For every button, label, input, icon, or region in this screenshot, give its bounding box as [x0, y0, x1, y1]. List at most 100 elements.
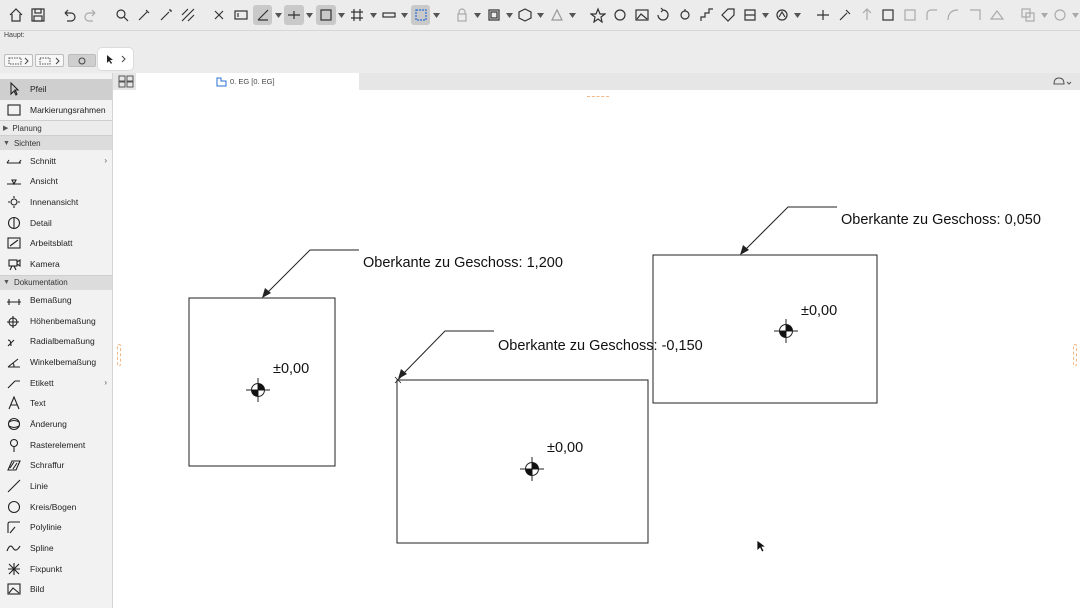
tool-ansicht[interactable]: Ansicht [0, 171, 112, 192]
slab-outline[interactable] [396, 379, 649, 544]
sync-icon[interactable] [1050, 5, 1070, 25]
label-text[interactable]: Oberkante zu Geschoss: 0,050 [841, 212, 1041, 228]
chevron-down-icon[interactable] [1072, 5, 1080, 25]
chevron-down-icon[interactable] [432, 5, 440, 25]
split-icon[interactable] [813, 5, 833, 25]
tool-hoehenbemassung[interactable]: Höhenbemaßung [0, 310, 112, 331]
undo-icon[interactable] [59, 5, 79, 25]
save-icon[interactable] [28, 5, 48, 25]
hammer-icon[interactable] [835, 5, 855, 25]
elevation-marker[interactable] [246, 378, 270, 402]
tool-linie[interactable]: Linie [0, 476, 112, 497]
star-icon[interactable] [588, 5, 608, 25]
redo-icon[interactable] [81, 5, 101, 25]
elevation-marker[interactable] [774, 319, 798, 343]
label-tag-icon[interactable] [719, 5, 739, 25]
lock-icon[interactable] [452, 5, 472, 25]
tool-etikett[interactable]: Etikett › [0, 372, 112, 393]
section-marker-icon[interactable] [547, 5, 567, 25]
chevron-down-icon[interactable] [369, 5, 377, 25]
tool-marquee[interactable]: Markierungsrahmen [0, 100, 112, 121]
tool-schnitt[interactable]: Schnitt › [0, 150, 112, 171]
marquee-type-selector[interactable] [35, 54, 64, 67]
snap-guides-icon[interactable] [284, 5, 304, 25]
label-text[interactable]: Oberkante zu Geschoss: 1,200 [363, 255, 563, 271]
hotlink-icon[interactable] [772, 5, 792, 25]
elevate-icon[interactable] [857, 5, 877, 25]
renovation-icon[interactable] [740, 5, 760, 25]
label-text[interactable]: Oberkante zu Geschoss: -0,150 [498, 338, 703, 354]
tool-schraffur[interactable]: Schraffur [0, 455, 112, 476]
chevron-down-icon[interactable] [338, 5, 346, 25]
fillet-icon[interactable] [922, 5, 942, 25]
find-select-icon[interactable] [113, 5, 133, 25]
chevron-down-icon[interactable] [1040, 5, 1048, 25]
toolbox-group-sichten[interactable]: ▼ Sichten [0, 135, 112, 151]
tool-spline[interactable]: Spline [0, 538, 112, 559]
tab-floor-plan[interactable]: 0. EG [0. EG] [136, 73, 359, 90]
chevron-down-icon[interactable] [505, 5, 513, 25]
navigator-icon[interactable] [1052, 76, 1072, 87]
grid-snap-icon[interactable] [347, 5, 367, 25]
tab-overview-icon[interactable] [118, 75, 134, 88]
image-icon[interactable] [632, 5, 652, 25]
tool-rasterelement[interactable]: Rasterelement [0, 434, 112, 455]
offset-icon[interactable] [900, 5, 920, 25]
tracker-icon[interactable] [231, 5, 251, 25]
chevron-down-icon[interactable] [762, 5, 770, 25]
tool-radialbemassung[interactable]: Radialbemaßung [0, 331, 112, 352]
chevron-down-icon[interactable] [401, 5, 409, 25]
tool-arbeitsblatt[interactable]: Arbeitsblatt [0, 233, 112, 254]
marquee-select-icon[interactable] [410, 5, 431, 25]
resize-icon[interactable] [879, 5, 899, 25]
rotate-view-toggle[interactable] [68, 54, 96, 67]
gravity-icon[interactable] [315, 5, 336, 25]
slab-outline[interactable] [188, 297, 336, 467]
tool-fixpunkt[interactable]: Fixpunkt [0, 558, 112, 579]
tool-detail[interactable]: Detail [0, 212, 112, 233]
roof-icon[interactable] [987, 5, 1007, 25]
cross-icon[interactable] [209, 5, 229, 25]
guide-lines-icon[interactable] [252, 5, 273, 25]
tool-bild[interactable]: Bild [0, 579, 112, 600]
tool-innenansicht[interactable]: Innenansicht [0, 192, 112, 213]
pipette-icon[interactable] [134, 5, 154, 25]
arrange-icon[interactable] [1019, 5, 1039, 25]
tool-aenderung[interactable]: Änderung [0, 414, 112, 435]
mesh-icon[interactable] [610, 5, 630, 25]
label-leader[interactable] [740, 206, 837, 255]
slab-outline[interactable] [652, 254, 878, 404]
tool-kamera[interactable]: Kamera [0, 254, 112, 275]
label-leader[interactable] [262, 249, 359, 298]
stair-icon[interactable] [697, 5, 717, 25]
3d-view-icon[interactable] [515, 5, 535, 25]
rotate-icon[interactable] [654, 5, 674, 25]
suspend-groups-icon[interactable] [178, 5, 198, 25]
drawing-canvas[interactable]: Oberkante zu Geschoss: 1,200 Oberkante z… [113, 90, 1080, 608]
tool-winkelbemassung[interactable]: Winkelbemaßung [0, 352, 112, 373]
chevron-down-icon[interactable] [794, 5, 802, 25]
label-leader[interactable] [394, 330, 494, 384]
chevron-down-icon[interactable] [474, 5, 482, 25]
curve-icon[interactable] [944, 5, 964, 25]
chevron-down-icon[interactable] [274, 5, 282, 25]
measure-icon[interactable] [379, 5, 399, 25]
chevron-down-icon[interactable] [569, 5, 577, 25]
tool-bemassung[interactable]: Bemaßung [0, 290, 112, 311]
tool-pointer[interactable]: Pfeil [0, 79, 112, 100]
geometry-method-selector[interactable] [4, 54, 33, 67]
layer-icon[interactable] [484, 5, 504, 25]
elevation-marker[interactable] [520, 457, 544, 481]
tool-kreis-bogen[interactable]: Kreis/Bogen [0, 496, 112, 517]
chevron-down-icon[interactable] [537, 5, 545, 25]
pointer-mode-selector[interactable] [98, 48, 133, 70]
tool-polylinie[interactable]: Polylinie [0, 517, 112, 538]
magic-wand-icon[interactable] [156, 5, 176, 25]
chevron-down-icon[interactable] [306, 5, 314, 25]
toolbox-group-dokumentation[interactable]: ▼ Dokumentation [0, 274, 112, 290]
object-icon[interactable] [675, 5, 695, 25]
tool-text[interactable]: Text [0, 393, 112, 414]
toolbox-group-planung[interactable]: ▶ Planung [0, 120, 112, 136]
trim-icon[interactable] [965, 5, 985, 25]
home-icon[interactable] [6, 5, 26, 25]
